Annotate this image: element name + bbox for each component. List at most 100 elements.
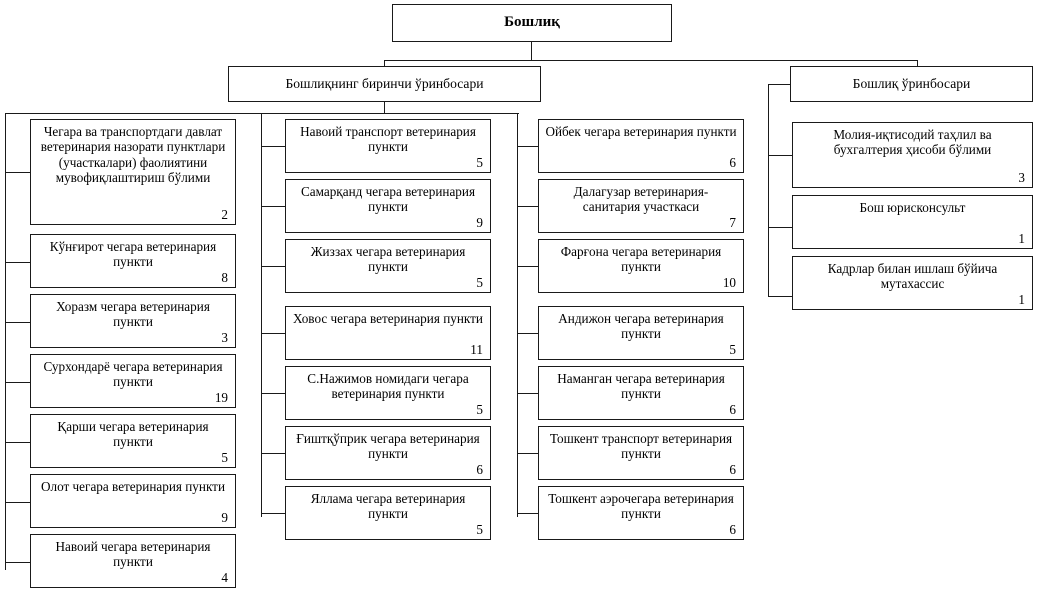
- node-c2-3[interactable]: Ховос чегара ветеринария пункти 11: [285, 306, 491, 360]
- node-c1-3[interactable]: Сурхондарё чегара ветеринария пункти 19: [30, 354, 236, 408]
- node-c2-2[interactable]: Жиззах чегара ветеринария пункти 5: [285, 239, 491, 293]
- connector-column-1-stub: [5, 262, 30, 264]
- node-c3-6[interactable]: Тошкент аэрочегара ветеринария пункти 6: [538, 486, 744, 540]
- node-c4-1[interactable]: Бош юрисконсульт 1: [792, 195, 1033, 249]
- node-c3-4-count: 6: [729, 402, 736, 418]
- node-c1-5[interactable]: Олот чегара ветеринария пункти 9: [30, 474, 236, 528]
- node-first-deputy-label: Бошлиқнинг биринчи ўринбосари: [285, 76, 484, 92]
- node-c3-0[interactable]: Ойбек чегара ветеринария пункти 6: [538, 119, 744, 173]
- node-root[interactable]: Бошлиқ: [392, 4, 672, 42]
- node-c2-5-count: 6: [476, 462, 483, 478]
- node-c1-1-label: Кўнғирот чегара ветеринария пункти: [49, 239, 217, 270]
- connector-column-4-stub: [768, 227, 793, 229]
- node-c3-0-count: 6: [729, 155, 736, 171]
- node-c1-4-label: Қарши чегара ветеринария пункти: [57, 419, 209, 450]
- connector-column-2-trunk: [261, 113, 263, 517]
- node-c3-1-count: 7: [729, 215, 736, 231]
- node-c2-4-count: 5: [476, 402, 483, 418]
- node-c4-0-count: 3: [1018, 170, 1025, 186]
- node-c4-2-count: 1: [1018, 292, 1025, 308]
- connector-column-4-trunk: [768, 84, 770, 297]
- node-c1-3-count: 19: [214, 390, 228, 406]
- connector-root-to-deputy: [917, 60, 919, 67]
- node-c3-2-label: Фарғона чегара ветеринария пункти: [560, 244, 722, 275]
- node-deputy-label: Бошлиқ ўринбосари: [852, 76, 971, 92]
- node-c1-4-count: 5: [221, 450, 228, 466]
- node-c3-3-label: Андижон чегара ветеринария пункти: [558, 311, 724, 342]
- node-c3-1[interactable]: Далагузар ветеринария-санитария участкас…: [538, 179, 744, 233]
- connector-column-2-stub: [261, 513, 286, 515]
- node-c1-4[interactable]: Қарши чегара ветеринария пункти 5: [30, 414, 236, 468]
- node-c2-2-label: Жиззах чегара ветеринария пункти: [310, 244, 466, 275]
- node-c3-0-label: Ойбек чегара ветеринария пункти: [545, 124, 737, 139]
- node-c3-3[interactable]: Андижон чегара ветеринария пункти 5: [538, 306, 744, 360]
- node-c2-5-label: Ғиштқўприк чегара ветеринария пункти: [296, 431, 480, 462]
- node-c3-6-label: Тошкент аэрочегара ветеринария пункти: [548, 491, 734, 522]
- connector-column-3-trunk: [517, 113, 519, 517]
- node-c1-2-count: 3: [221, 330, 228, 346]
- connector-column-1-stub: [5, 382, 30, 384]
- node-c2-5[interactable]: Ғиштқўприк чегара ветеринария пункти 6: [285, 426, 491, 480]
- node-c2-0-count: 5: [476, 155, 483, 171]
- node-c2-6[interactable]: Яллама чегара ветеринария пункти 5: [285, 486, 491, 540]
- node-c1-1[interactable]: Кўнғирот чегара ветеринария пункти 8: [30, 234, 236, 288]
- node-c1-2[interactable]: Хоразм чегара ветеринария пункти 3: [30, 294, 236, 348]
- node-c1-0[interactable]: Чегара ва транспортдаги давлат ветеринар…: [30, 119, 236, 225]
- node-c3-6-count: 6: [729, 522, 736, 538]
- node-c3-4[interactable]: Наманган чегара ветеринария пункти 6: [538, 366, 744, 420]
- connector-column-1-stub: [5, 172, 30, 174]
- connector-deputy-stem: [768, 84, 791, 86]
- node-c3-4-label: Наманган чегара ветеринария пункти: [557, 371, 725, 402]
- node-c1-1-count: 8: [221, 270, 228, 286]
- connector-column-3-stub: [517, 393, 542, 395]
- connector-column-1-stub: [5, 322, 30, 324]
- node-c3-5-label: Тошкент транспорт ветеринария пункти: [549, 431, 733, 462]
- connector-root-to-first-deputy: [384, 60, 386, 67]
- node-first-deputy[interactable]: Бошлиқнинг биринчи ўринбосари: [228, 66, 541, 102]
- connector-column-2-stub: [261, 206, 286, 208]
- node-c2-3-count: 11: [470, 342, 483, 358]
- node-c2-3-label: Ховос чегара ветеринария пункти: [293, 311, 483, 326]
- connector-column-1-stub: [5, 562, 30, 564]
- node-c3-2[interactable]: Фарғона чегара ветеринария пункти 10: [538, 239, 744, 293]
- connector-first-deputy-stem: [384, 102, 386, 113]
- node-c4-0[interactable]: Молия-иқтисодий таҳлил ва бухгалтерия ҳи…: [792, 122, 1033, 188]
- node-c3-5-count: 6: [729, 462, 736, 478]
- node-c2-6-label: Яллама чегара ветеринария пункти: [310, 491, 466, 522]
- node-deputy[interactable]: Бошлиқ ўринбосари: [790, 66, 1033, 102]
- node-c2-0[interactable]: Навоий транспорт ветеринария пункти 5: [285, 119, 491, 173]
- node-c1-5-label: Олот чегара ветеринария пункти: [40, 479, 226, 494]
- connector-root-bus: [384, 60, 918, 62]
- node-c4-2-label: Кадрлар билан ишлаш бўйича мутахассис: [827, 261, 998, 292]
- connector-column-2-stub: [261, 393, 286, 395]
- node-c1-3-label: Сурхондарё чегара ветеринария пункти: [43, 359, 223, 390]
- node-c1-6[interactable]: Навоий чегара ветеринария пункти 4: [30, 534, 236, 588]
- node-c2-2-count: 5: [476, 275, 483, 291]
- node-c3-1-label: Далагузар ветеринария-санитария участкас…: [573, 184, 709, 215]
- node-c1-6-label: Навоий чегара ветеринария пункти: [55, 539, 211, 570]
- connector-root-stem: [531, 42, 533, 60]
- connector-column-1-stub: [5, 502, 30, 504]
- node-c2-4-label: С.Нажимов номидаги чегара ветеринария пу…: [307, 371, 469, 402]
- node-root-label: Бошлиқ: [504, 14, 560, 31]
- node-c2-1-count: 9: [476, 215, 483, 231]
- connector-column-3-stub: [517, 266, 542, 268]
- connector-column-2-stub: [261, 453, 286, 455]
- node-c1-0-label: Чегара ва транспортдаги давлат ветеринар…: [40, 124, 226, 185]
- node-c2-1-label: Самарқанд чегара ветеринария пункти: [300, 184, 476, 215]
- node-c1-0-count: 2: [221, 207, 228, 223]
- node-c4-2[interactable]: Кадрлар билан ишлаш бўйича мутахассис 1: [792, 256, 1033, 310]
- connector-column-2-stub: [261, 266, 286, 268]
- connector-column-2-stub: [261, 146, 286, 148]
- connector-column-4-stub: [768, 296, 793, 298]
- node-c3-5[interactable]: Тошкент транспорт ветеринария пункти 6: [538, 426, 744, 480]
- node-c2-4[interactable]: С.Нажимов номидаги чегара ветеринария пу…: [285, 366, 491, 420]
- node-c1-6-count: 4: [221, 570, 228, 586]
- node-c1-2-label: Хоразм чегара ветеринария пункти: [56, 299, 210, 330]
- connector-column-2-stub: [261, 333, 286, 335]
- connector-column-4-stub: [768, 155, 793, 157]
- node-c2-1[interactable]: Самарқанд чегара ветеринария пункти 9: [285, 179, 491, 233]
- node-c3-3-count: 5: [729, 342, 736, 358]
- connector-column-3-stub: [517, 146, 542, 148]
